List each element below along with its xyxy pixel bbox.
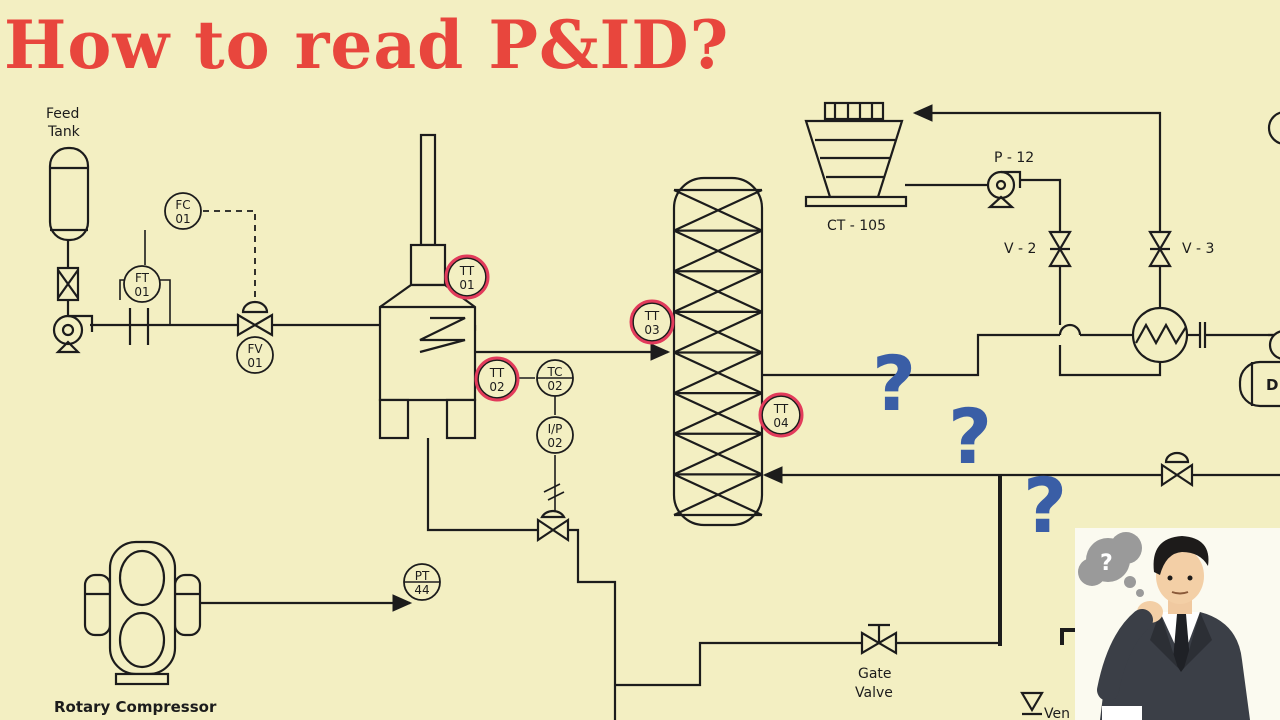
- instrument-tc02-number: 02: [547, 379, 562, 393]
- instrument-tt03-type: TT: [644, 309, 660, 323]
- instrument-ip02-type: I/P: [548, 422, 563, 436]
- instrument-tt01-type: TT: [459, 264, 475, 278]
- cooling-tower: CT - 105: [804, 101, 908, 234]
- valve-v2-label: V - 2: [1004, 241, 1036, 257]
- question-mark-2[interactable]: ?: [948, 392, 992, 481]
- feed-tank-label-2: Tank: [47, 124, 81, 140]
- feed-tank-label-1: Feed: [46, 106, 79, 122]
- flow-control-valve-icon: [236, 300, 274, 337]
- instrument-fv01-type: FV: [247, 342, 263, 356]
- gate-valve-label-2: Valve: [855, 685, 893, 701]
- instrument-tt04-type: TT: [773, 402, 789, 416]
- valve-v3-icon: V - 3: [1148, 230, 1214, 268]
- instrument-ip02: I/P02: [536, 416, 574, 454]
- packed-column: [672, 176, 764, 527]
- highlight-ring: [474, 356, 520, 402]
- instrument-ip02-number: 02: [547, 436, 562, 450]
- question-marks: ? ? ?: [872, 339, 1067, 550]
- instrument-tt03-number: 03: [644, 323, 659, 337]
- temperature-control-valve-icon: [536, 509, 570, 543]
- fired-heater: [378, 133, 477, 440]
- pump-p12-icon: P - 12: [986, 150, 1034, 209]
- valve-v2-icon: V - 2: [1004, 230, 1072, 268]
- feed-tank: Feed Tank: [46, 106, 90, 242]
- orifice-plate: [128, 308, 150, 345]
- instrument-ft01-type: FT: [135, 271, 150, 285]
- instrument-fc01-number: 01: [175, 212, 190, 226]
- gate-valve-icon: Gate Valve: [855, 623, 898, 701]
- thought-bubble-mark: ?: [1100, 551, 1113, 576]
- page-title: How to read P&ID?: [4, 6, 730, 84]
- instrument-pt44-number: 44: [414, 583, 429, 597]
- recycle-valve-icon: [1160, 451, 1194, 488]
- highlight-ring: [758, 392, 804, 438]
- heat-exchanger-icon: [1131, 306, 1207, 364]
- feed-pump-icon: [52, 314, 94, 354]
- instrument-tt02-number: 02: [489, 380, 504, 394]
- rotary-compressor-label: Rotary Compressor: [54, 698, 217, 716]
- thought-bubble-icon: ?: [1078, 532, 1144, 597]
- question-mark-3[interactable]: ?: [1023, 461, 1067, 550]
- instrument-fc01-type: FC: [175, 198, 190, 212]
- instrument-ft01-number: 01: [134, 285, 149, 299]
- highlight-ring: [629, 299, 675, 345]
- question-mark-1[interactable]: ?: [872, 339, 916, 428]
- rotary-compressor: Rotary Compressor: [54, 540, 217, 716]
- valve-v3-label: V - 3: [1182, 241, 1214, 257]
- instrument-tt02-type: TT: [489, 366, 505, 380]
- instrument-tt04-number: 04: [773, 416, 788, 430]
- cooling-tower-label: CT - 105: [827, 218, 886, 234]
- drum: D: [1238, 111, 1280, 408]
- instrument-tc02-type: TC: [546, 365, 562, 379]
- drum-label: D: [1266, 376, 1278, 394]
- instrument-fv01-number: 01: [247, 356, 262, 370]
- highlight-ring: [444, 254, 490, 300]
- vent-label: Ven: [1044, 706, 1070, 720]
- instrument-tt01-number: 01: [459, 278, 474, 292]
- feed-valve: [56, 266, 80, 302]
- pump-p12-label: P - 12: [994, 150, 1034, 166]
- gate-valve-label-1: Gate: [858, 666, 892, 682]
- vent: Ven: [1020, 691, 1070, 720]
- instrument-layer: FC01FT01FV01TT01TT02TC02I/P02TT03TT04PT4…: [123, 192, 804, 601]
- thinking-man-illustration: ?: [1075, 528, 1280, 720]
- instrument-pt44-type: PT: [415, 569, 430, 583]
